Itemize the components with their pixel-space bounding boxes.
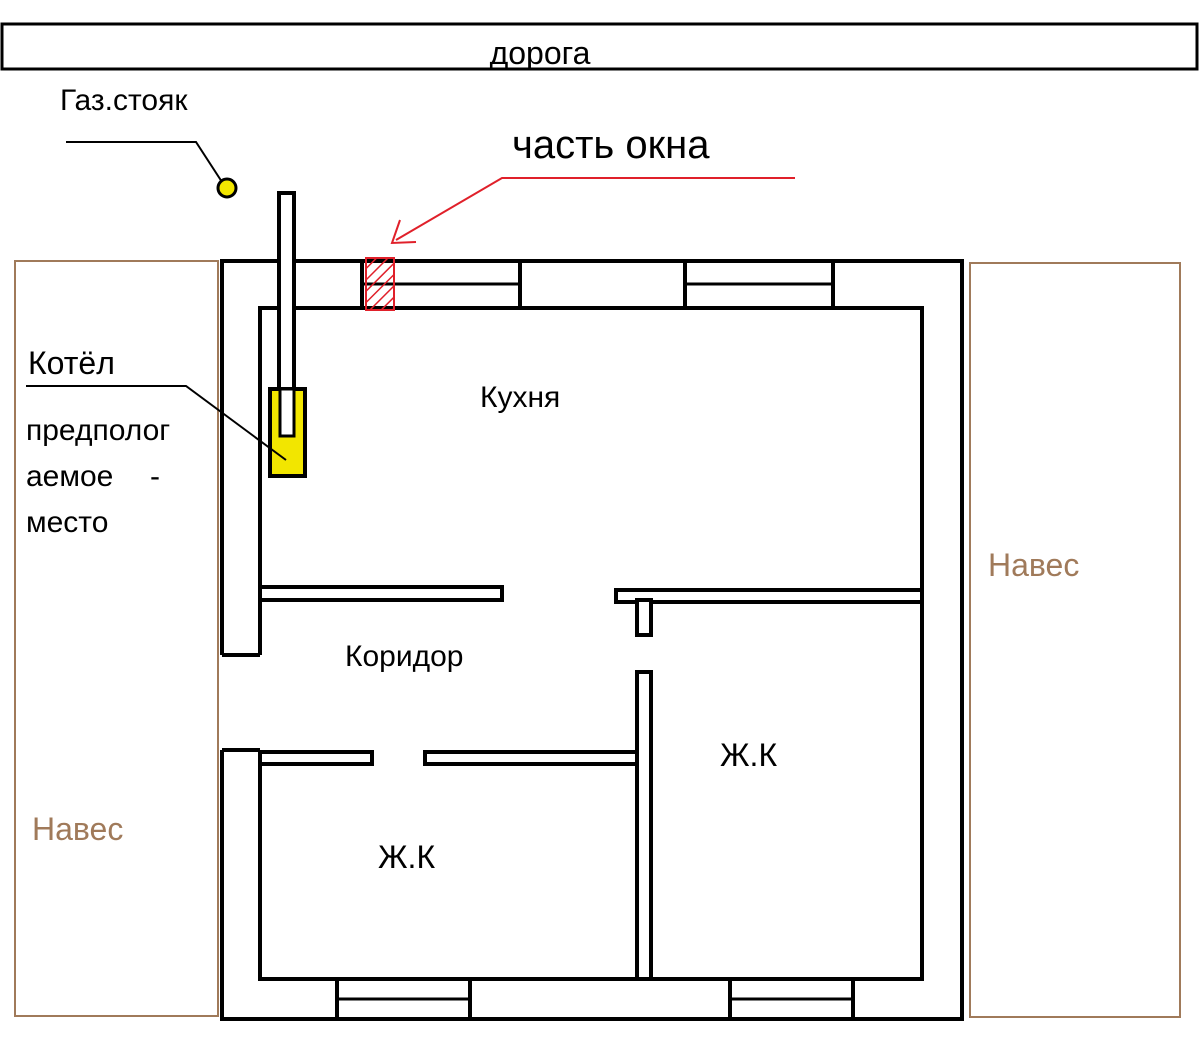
gas-riser-icon bbox=[216, 177, 238, 199]
room-label-bedroom-left: Ж.К bbox=[378, 839, 435, 875]
boiler-label: Котёл bbox=[28, 345, 115, 381]
road-strip bbox=[0, 22, 1199, 71]
boiler-note-line1: предполог bbox=[26, 414, 170, 447]
window-note-label: часть окна bbox=[512, 123, 710, 167]
canopy-left bbox=[14, 260, 219, 1017]
boiler-note-line2: аемое bbox=[26, 460, 113, 493]
house-walls bbox=[220, 259, 964, 1021]
boiler-note-dash: - bbox=[150, 460, 160, 493]
gas-riser-label: Газ.стояк bbox=[60, 84, 188, 117]
room-label-corridor: Коридор bbox=[345, 640, 463, 673]
gas-riser-leader-line bbox=[66, 141, 223, 183]
boiler-note-line3: место bbox=[26, 506, 108, 539]
window-part-hatch bbox=[365, 257, 395, 311]
windows bbox=[335, 259, 855, 1021]
canopy-right bbox=[969, 262, 1181, 1018]
canopy-right-label: Навес bbox=[988, 547, 1079, 583]
boiler-flue-slot bbox=[278, 387, 296, 438]
room-label-bedroom-right: Ж.К bbox=[720, 737, 777, 773]
interior-partitions bbox=[258, 585, 924, 981]
room-label-kitchen: Кухня bbox=[480, 381, 560, 414]
window-arrow bbox=[390, 177, 795, 245]
boiler-leader-line bbox=[26, 385, 287, 461]
road-label: дорога bbox=[490, 35, 591, 71]
canopy-left-label: Навес bbox=[32, 811, 123, 847]
